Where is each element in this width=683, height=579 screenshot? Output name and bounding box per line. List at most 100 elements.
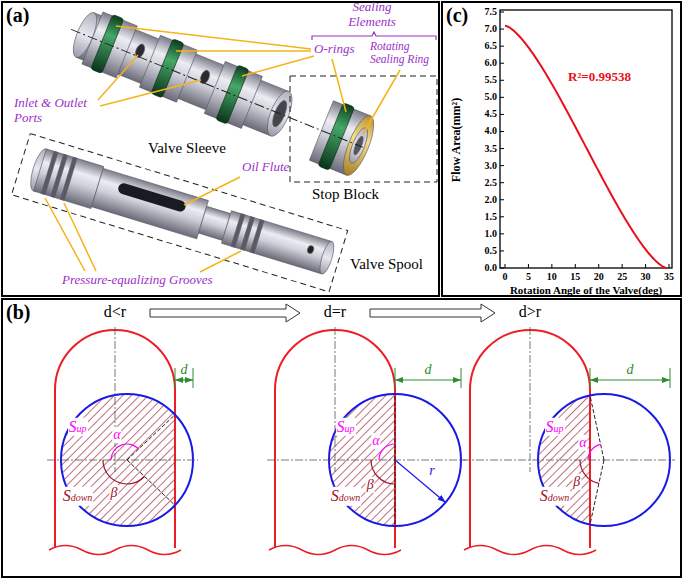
angle-arc (588, 444, 601, 460)
dimension-label: d (627, 362, 634, 378)
part-label: Rotating Sealing Ring (370, 40, 438, 66)
tick-label: 5 (526, 271, 531, 283)
tick-mark (622, 264, 623, 268)
radius-line (395, 394, 396, 460)
o-ring (216, 65, 249, 124)
tick-label: 0 (503, 271, 508, 283)
valve-spool (12, 134, 348, 292)
part-name: Valve Spool (350, 256, 423, 273)
spool-end (317, 240, 337, 275)
leader-line (100, 80, 201, 106)
flow-area-curve (505, 26, 667, 268)
tick-label: 2.5 (485, 177, 498, 189)
angle-arc (379, 444, 395, 460)
radius-line (127, 415, 175, 460)
area-label: Sup (545, 418, 565, 436)
leader-line (64, 203, 96, 271)
panel-letter: (b) (6, 301, 30, 323)
angle-label: β (366, 477, 375, 493)
tick-label: 10 (547, 271, 557, 283)
extension-line (395, 368, 396, 388)
dimension-label: r (429, 463, 434, 479)
angle-arc (111, 444, 139, 460)
pressure-groove (250, 220, 264, 254)
extension-line (590, 368, 591, 388)
group-outline (12, 134, 348, 292)
case-label: d=r (324, 303, 346, 321)
tick-mark (500, 97, 504, 98)
group-outline (290, 76, 437, 182)
tick-label: 4.5 (485, 109, 498, 121)
tick-mark (500, 148, 504, 149)
part-label: Pressure-equalizing Grooves (62, 273, 213, 288)
break-line (464, 546, 596, 555)
center-line (335, 327, 336, 472)
tick-label: 5.5 (485, 75, 498, 87)
tick-mark (528, 264, 529, 268)
dimension-label: d (425, 362, 432, 378)
group-label: Sealing Elements (332, 0, 412, 30)
part-name: Stop Block (312, 186, 379, 203)
area-label: Sdown (539, 487, 571, 505)
angle-label: β (572, 474, 581, 490)
tick-label: 1.5 (485, 211, 498, 223)
part-name: Valve Sleeve (148, 140, 226, 157)
tick-mark (500, 114, 504, 115)
stop-block (58, 0, 380, 181)
axis-title: Rotation Angle of the Valve(deg) (510, 284, 662, 297)
tick-label: 1.0 (485, 228, 498, 240)
extension-line (175, 368, 176, 388)
radius-line (590, 396, 604, 460)
spool-hole (307, 245, 315, 254)
tick-mark (500, 80, 504, 81)
part-label: Inlet & Outlet Ports (14, 96, 106, 126)
panel-letter: (a) (6, 4, 29, 26)
progress-arrow (370, 304, 495, 322)
extension-line (670, 368, 671, 388)
dimension-line (175, 379, 193, 380)
panel-letter: (c) (446, 4, 468, 26)
part-label: Oil Flute (242, 160, 289, 175)
center-line (462, 460, 675, 461)
radius-line (395, 460, 396, 526)
overlap-figure (47, 327, 198, 555)
tick-mark (500, 199, 504, 200)
tick-label: 6.0 (485, 57, 498, 69)
center-line (47, 460, 198, 461)
port-hole (134, 43, 147, 59)
port-hole (199, 69, 212, 85)
radius-arrow (395, 460, 446, 502)
break-line (49, 546, 181, 555)
part-label: O-rings (314, 42, 354, 57)
area-label: Sdown (62, 487, 94, 505)
area-label: Sup (336, 418, 356, 436)
tick-label: 3.0 (485, 160, 498, 172)
tick-mark (669, 264, 670, 268)
tick-mark (500, 250, 504, 251)
tick-label: 25 (617, 271, 627, 283)
valve-sleeve (67, 5, 300, 145)
angle-label: α (112, 427, 121, 443)
tick-mark (500, 63, 504, 64)
extension-line (461, 368, 462, 388)
leader-line (332, 59, 346, 112)
tick-label: 6.5 (485, 40, 498, 52)
tick-mark (500, 12, 504, 13)
center-line (530, 327, 531, 472)
fit-label: R²=0.99538 (568, 70, 631, 85)
tick-label: 15 (570, 271, 580, 283)
overlap-figure (267, 327, 466, 555)
spool-land (34, 149, 104, 209)
center-line (267, 460, 466, 461)
tick-mark (598, 264, 599, 268)
dimension-line (590, 379, 670, 380)
tick-mark (500, 29, 504, 30)
tick-mark (645, 264, 646, 268)
leader-line (200, 251, 241, 272)
area-label: Sup (68, 418, 88, 436)
leader-line (116, 26, 311, 49)
area-label: Sdown (330, 487, 362, 505)
tick-mark (500, 182, 504, 183)
overlap-figure (462, 327, 675, 555)
